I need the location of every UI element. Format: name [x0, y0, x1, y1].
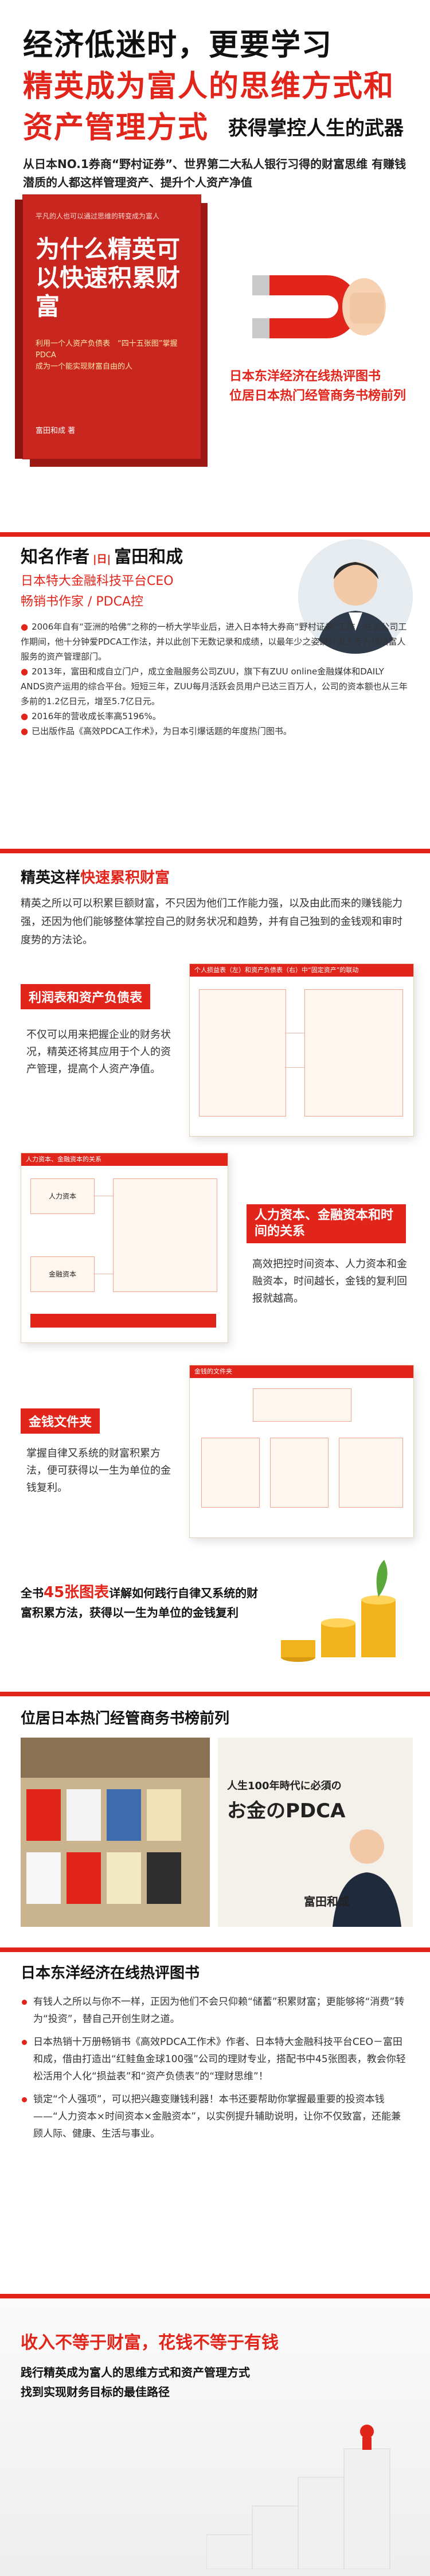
text-income-statement: 不仅可以用来把握企业的财务状况，精英还将其应用于个人的资产管理，提高个人资产净值… — [26, 1029, 171, 1075]
balance-sheet-figure: 个人损益表（左）和资产负债表（右）中“固定资产”的联动 — [189, 963, 414, 1137]
footer-slogan: 收入不等于财富，花钱不等于有钱 — [21, 2333, 279, 2353]
charts-count: 45张图表 — [44, 1584, 110, 1601]
headline-line1: 经济低迷时，更要学习 — [23, 28, 333, 63]
charts-note: 全书45张图表详解如何践行自律又系统的财富积累方法，获得以一生为单位的金钱复利 — [21, 1583, 261, 1622]
author-role1: 日本特大金融科技平台CEO — [21, 574, 174, 588]
author-role2: 畅销书作家 / PDCA控 — [21, 595, 144, 609]
book-cover: 平凡的人也可以通过思维的转变成为富人 为什么精英可以快速积累财富 利用一个人资产… — [15, 195, 201, 459]
figure-title: 金钱的文件夹 — [190, 1365, 413, 1378]
text-capital-relation: 高效把控时间资本、人力资本和金融资本，时间越长，金钱的复利回报就越高。 — [252, 1258, 407, 1305]
footer-line1: 践行精英成为富人的思维方式和资产管理方式 — [21, 2366, 250, 2379]
footer-line2: 找到实现财务目标的最佳路径 — [21, 2385, 170, 2399]
author-roles: 日本特大金融科技平台CEO 畅销书作家 / PDCA控 — [21, 571, 174, 612]
divider — [0, 2294, 430, 2298]
magazine-person: 富田和成 — [304, 1895, 350, 1908]
tag-income-statement: 利润表和资产负债表 — [21, 984, 151, 1009]
book-title: 为什么精英可以快速积累财富 — [36, 235, 181, 321]
divider — [0, 1947, 430, 1952]
wealth-heading: 精英这样快速累积财富 — [21, 866, 170, 887]
hero-section: 经济低迷时，更要学习 精英成为富人的思维方式和 资产管理方式 获得掌控人生的武器… — [0, 0, 430, 533]
headline-suffix: 获得掌控人生的武器 — [228, 117, 404, 140]
stairs-illustration — [206, 2425, 390, 2569]
review-item: 有钱人之所以与你不一样，正因为他们不会只仰赖“储蓄”积累财富；更能够将“消费”转… — [21, 1993, 411, 2028]
money-folder-figure: 金钱的文件夹 — [189, 1365, 414, 1538]
capital-relation-figure: 人力资本、金融资本的关系 人力资本 金融资本 — [21, 1153, 228, 1343]
author-avatar — [298, 539, 413, 654]
figure-title: 人力资本、金融资本的关系 — [21, 1153, 228, 1166]
review-heading: 日本东洋经济在线热评图书 — [21, 1965, 200, 1982]
author-tag: |日| — [93, 553, 111, 565]
magnet-illustration — [252, 275, 386, 338]
wealth-heading-a: 精英这样 — [21, 869, 81, 887]
bio-para-4: ●已出版作品《高效PDCA工作术》，为日本引爆话题的年度热门图书。 — [21, 726, 292, 736]
tag-money-folder: 金钱文件夹 — [21, 1408, 100, 1434]
review-item: 日本热销十万册畅销书《高效PDCA工作术》作者、日本特大金融科技平台CEO－富田… — [21, 2034, 411, 2085]
book-subtitle: 利用一个人资产负债表 “四十五张图”掌握PDCA 成为一个能实现财富自由的人 — [36, 339, 178, 371]
coins-illustration — [281, 1560, 396, 1662]
book-top-line: 平凡的人也可以通过思维的转变成为富人 — [36, 212, 160, 220]
wealth-heading-b: 快速累积财富 — [80, 869, 170, 887]
magazine-photo: 人生100年時代に必須の お金のPDCA 富田和成 — [218, 1738, 413, 1927]
rank-line1: 日本东洋经济在线热评图书 — [229, 369, 381, 384]
tag-capital-relation: 人力资本、金融资本和时间的关系 — [247, 1204, 406, 1243]
footer-section: 收入不等于财富，花钱不等于有钱 践行精英成为富人的思维方式和资产管理方式 找到实… — [0, 2294, 430, 2576]
intro-text: 从日本NO.1券商“野村证券”、世界第二大私人银行习得的财富思维 有赚钱潜质的人… — [23, 157, 406, 189]
rank-line2: 位居日本热门经管商务书榜前列 — [229, 389, 406, 403]
bookstore-photo — [21, 1738, 210, 1927]
charts-rest: 详解如何践行自律又系统的财富积累方法，获得以一生为单位的金钱复利 — [21, 1586, 259, 1619]
magazine-line: 人生100年時代に必須の — [227, 1780, 342, 1792]
bestseller-heading: 位居日本热门经管商务书榜前列 — [21, 1710, 230, 1727]
rank-text: 日本东洋经济在线热评图书 位居日本热门经管商务书榜前列 — [229, 367, 413, 406]
book-spine — [15, 200, 23, 459]
author-heading: 知名作者 |日|富田和成 — [21, 542, 183, 568]
headline-line3: 资产管理方式 — [23, 111, 209, 145]
author-bio: ●2006年自有“亚洲的哈佛”之称的一桥大学毕业后，进入日本特大券商“野村证券”… — [21, 619, 411, 739]
review-item: 锁定“个人强项”，可以把兴趣变赚钱利器！本书还要帮助你掌握最重要的投资本钱——“… — [21, 2091, 411, 2142]
divider — [0, 532, 430, 537]
author-name: 富田和成 — [114, 547, 183, 567]
bio-para-3: ●2016年的营收成长率高5196%。 — [21, 711, 161, 721]
author-label: 知名作者 — [21, 547, 89, 567]
wealth-paragraph: 精英之所以可以积累巨额财富，不只因为他们工作能力强，以及由此而来的赚钱能力强，还… — [21, 897, 402, 946]
magazine-cover: お金のPDCA — [227, 1800, 346, 1822]
book-author: 富田和成 著 — [36, 427, 76, 435]
human-capital-label: 人力资本 — [48, 1192, 76, 1200]
bio-para-2: ●2013年，富田和成自立门户，成立金融服务公司ZUU，旗下有ZUU onlin… — [21, 666, 408, 707]
divider — [0, 1692, 430, 1696]
charts-prefix: 全书 — [21, 1586, 44, 1600]
figure-title: 个人损益表（左）和资产负债表（右）中“固定资产”的联动 — [190, 964, 413, 977]
financial-capital-label: 金融资本 — [48, 1270, 76, 1278]
footer-lines: 践行精英成为富人的思维方式和资产管理方式 找到实现财务目标的最佳路径 — [21, 2363, 250, 2402]
text-money-folder: 掌握自律又系统的财富积累方法，便可获得以一生为单位的金钱复利。 — [26, 1447, 171, 1494]
headline-line2: 精英成为富人的思维方式和 — [23, 69, 395, 104]
review-list: 有钱人之所以与你不一样，正因为他们不会只仰赖“储蓄”积累财富；更能够将“消费”转… — [21, 1993, 411, 2148]
bio-para-1: ●2006年自有“亚洲的哈佛”之称的一桥大学毕业后，进入日本特大券商“野村证券”… — [21, 622, 407, 662]
divider — [0, 849, 430, 853]
